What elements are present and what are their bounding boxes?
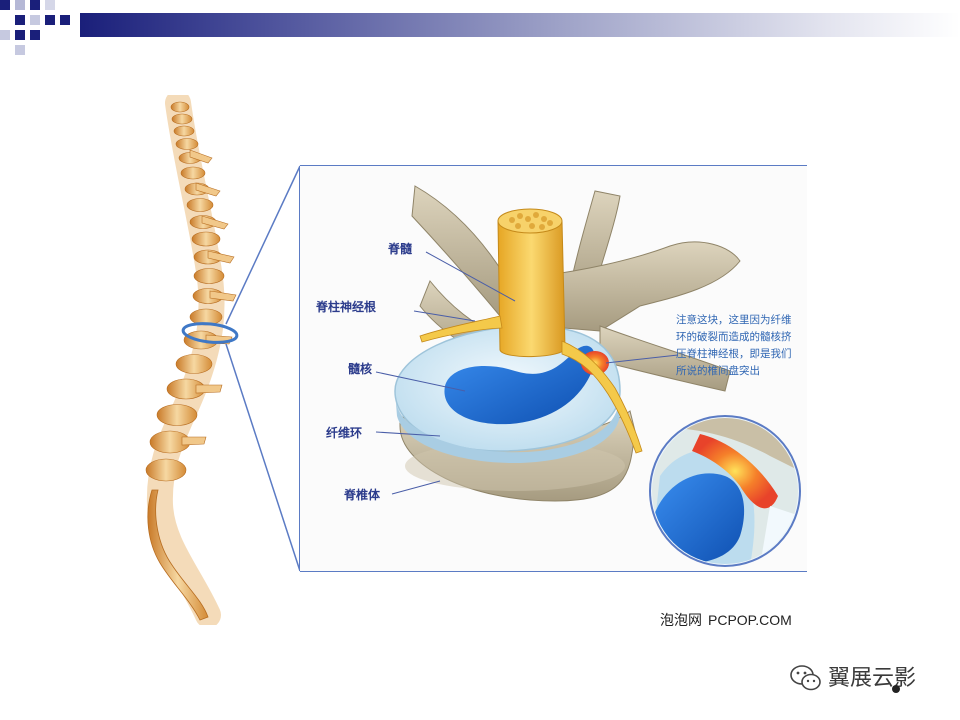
note-line: 压脊柱神经根，即是我们 [676,348,792,360]
credit-site: PCPOP.COM [708,612,792,628]
vertebra-cross-section-illustration [375,185,801,567]
label-vertebral-body: 脊椎体 [344,488,381,502]
note-line: 所说的椎间盘突出 [676,365,760,377]
image-credit: 泡泡网 PCPOP.COM [660,610,792,630]
vertebra-detail-panel: 脊髓 脊柱神经根 髓核 纤维环 脊椎体 注意这块，这里因为纤维 环的破裂而造成的… [300,166,807,571]
spine-illustration [145,95,239,625]
header-gradient-bar [80,13,960,37]
wechat-icon [790,665,821,691]
credit-cn: 泡泡网 [660,613,702,629]
label-nucleus-pulposus: 髓核 [348,362,373,376]
herniation-note: 注意这块，这里因为纤维 环的破裂而造成的髓核挤 压脊柱神经根，即是我们 所说的椎… [676,312,804,380]
label-spinal-nerve-root: 脊柱神经根 [316,300,377,314]
note-line: 环的破裂而造成的髓核挤 [676,331,792,343]
label-spinal-cord: 脊髓 [388,242,413,256]
header-squares-decoration [0,0,70,55]
note-line: 注意这块，这里因为纤维 [676,314,792,326]
label-annulus-fibrosus: 纤维环 [326,426,363,440]
watermark-text: 翼展云影 [828,666,917,691]
page-corner-mark [892,685,900,693]
